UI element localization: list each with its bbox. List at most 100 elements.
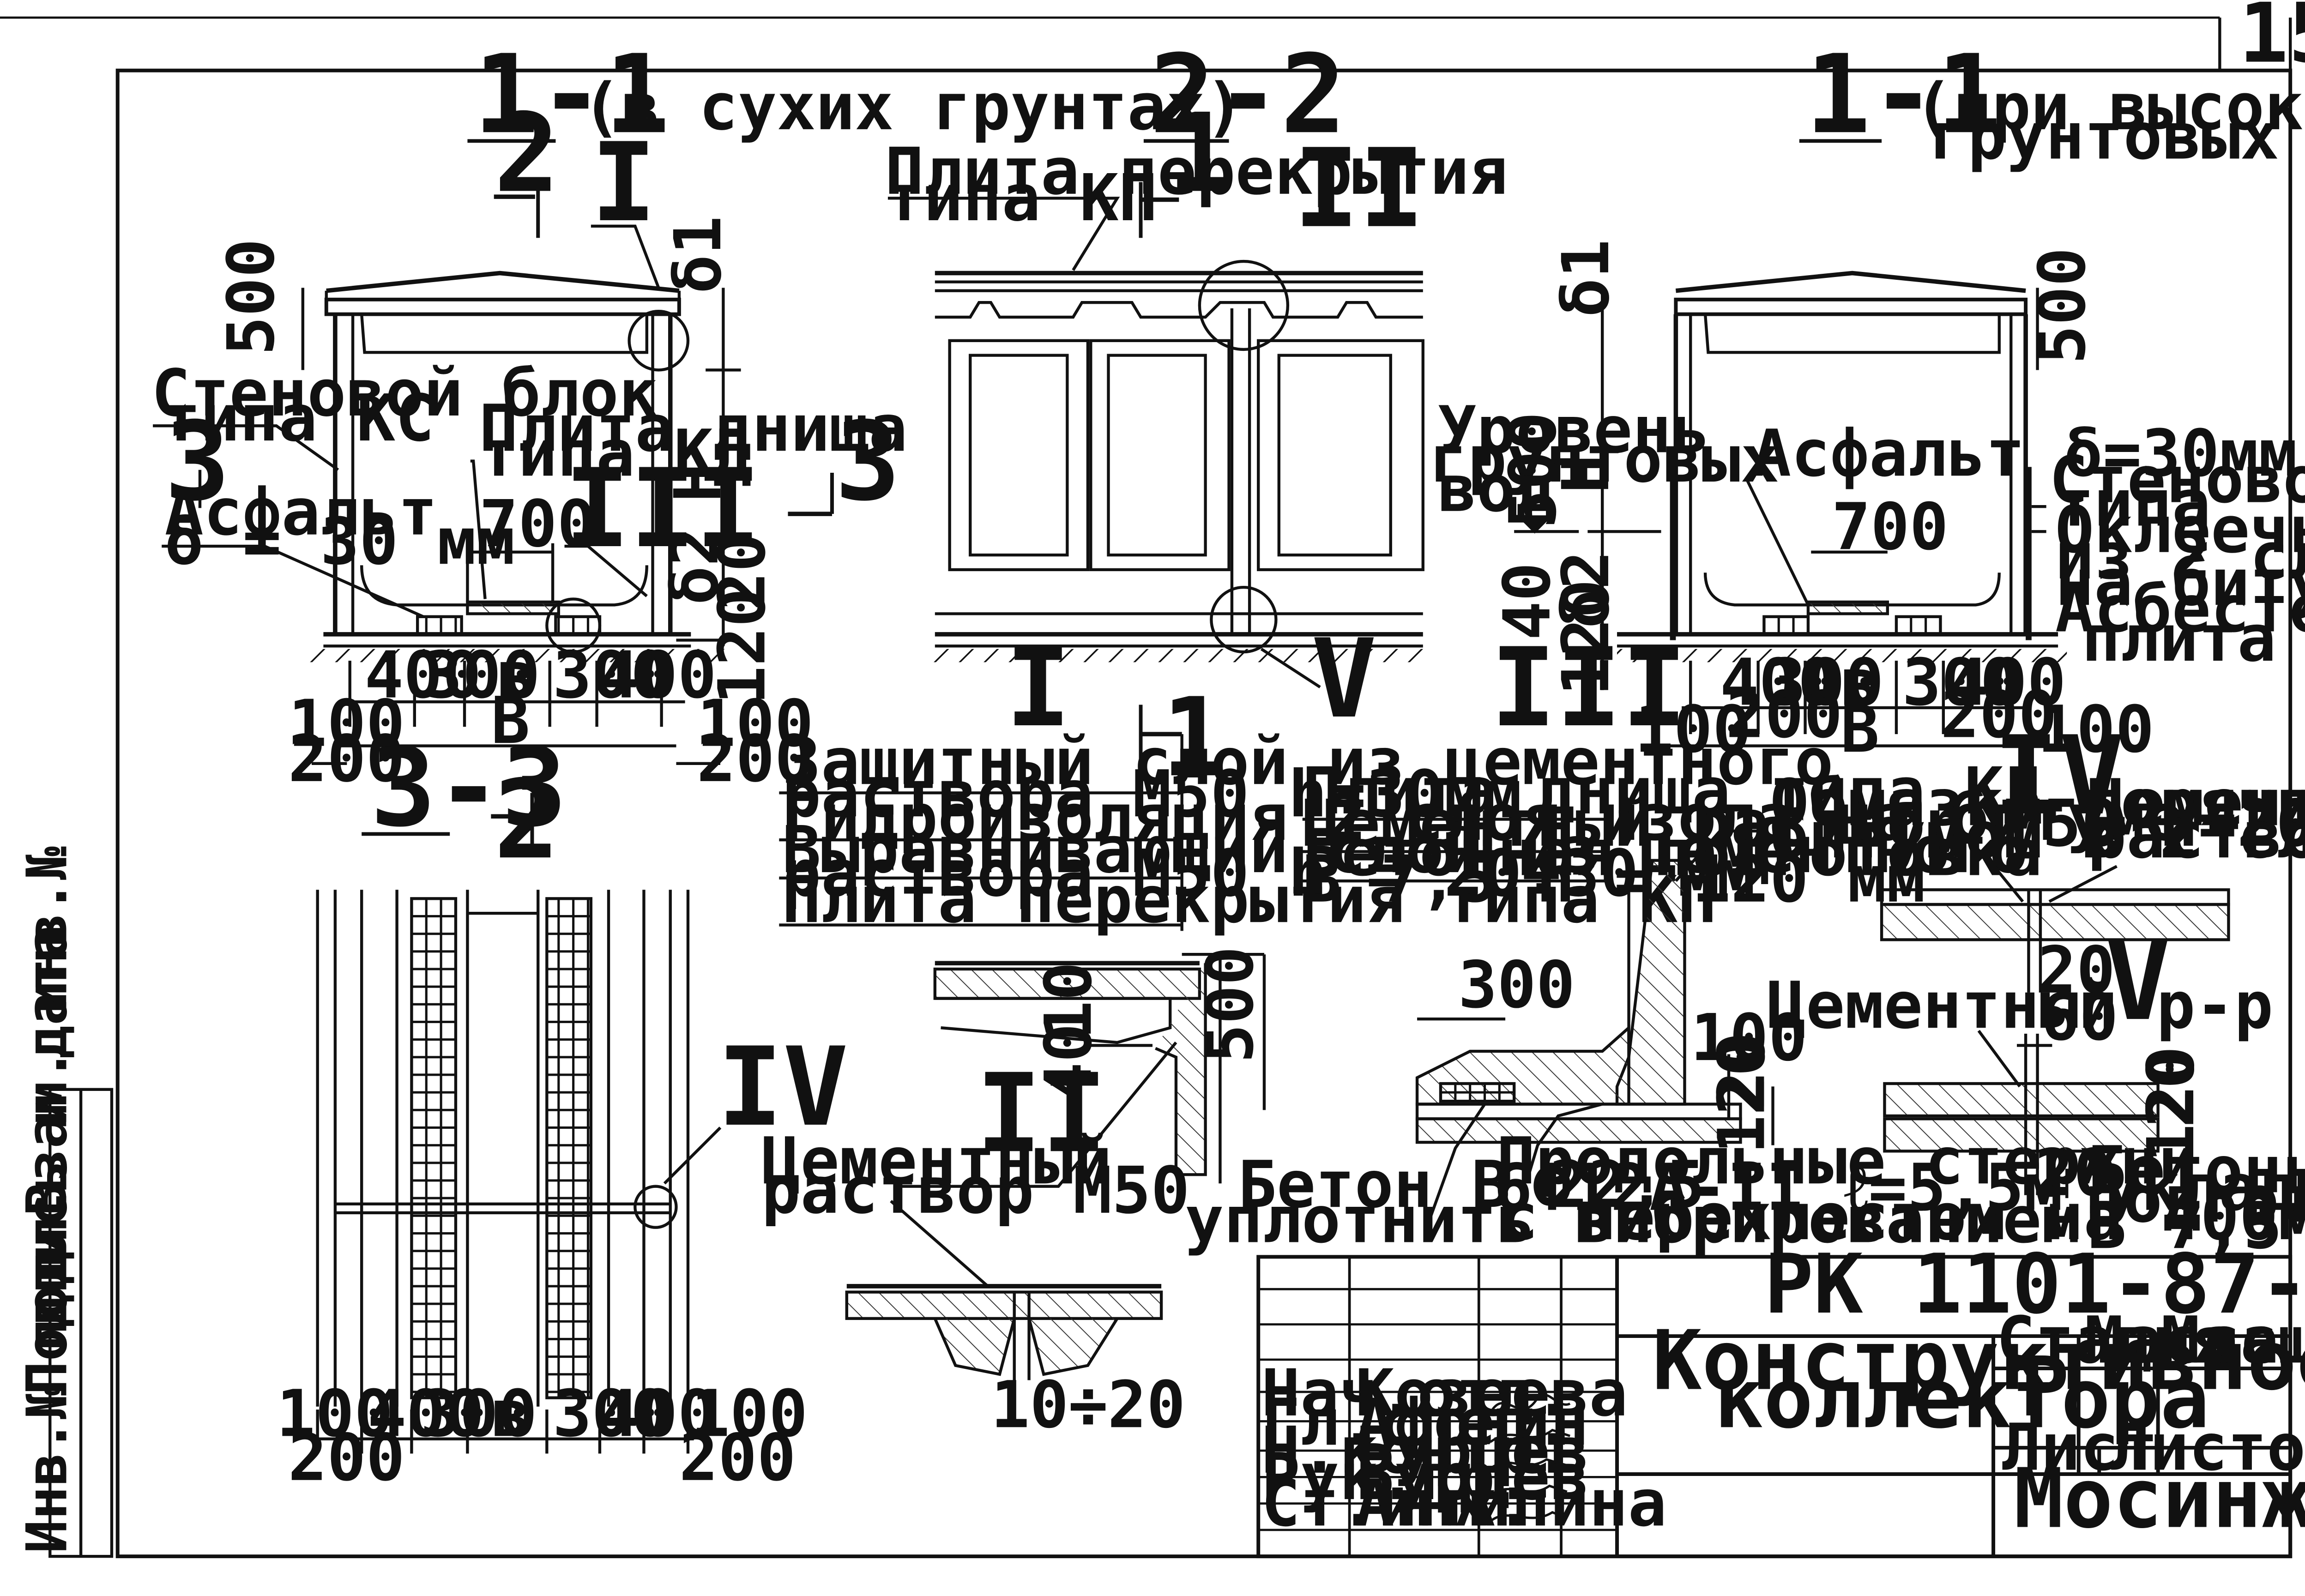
label-groundwater-1: Уровень <box>1438 393 1710 468</box>
section-heading-1-1-dry: 1-1 (в сухих грунтах) <box>467 31 1244 158</box>
detail-marker-II-title: II <box>976 1050 1107 1177</box>
detail-II-drawing <box>845 1200 1163 1380</box>
header-mass: Масса <box>2084 1303 2279 1378</box>
dim-100-right-b: 100 <box>2038 692 2154 767</box>
detail-I-layer-0: Защитный слой из цементного <box>782 724 1834 800</box>
detail-IV-dim-20: 20 <box>2038 933 2116 1008</box>
detail-marker-II-top: II <box>1294 125 1425 252</box>
section-3-3-drawing <box>308 793 722 1454</box>
detail-III-dim-100: 100 <box>1690 1000 1807 1076</box>
label-insulation-3: на битуме <box>2055 545 2305 620</box>
cut-marker-3-mid: 3 <box>835 398 900 525</box>
staff-name: Бурцев <box>1355 1413 1589 1488</box>
detail-III-layer-2: Бетонная подготовка <box>1303 816 2042 891</box>
detail-III-rods-3: с перехлестом на 400мм <box>1499 1180 2305 1255</box>
dim-row-left-0: 400 <box>365 638 482 713</box>
detail-marker-III-left: III <box>565 445 761 572</box>
header-scale: Масштаб <box>2161 1303 2305 1378</box>
dim-row-right-4: 400 <box>1949 645 2066 721</box>
detail-marker-IV-plan: IV <box>718 1024 849 1150</box>
cut-marker-1-mid: 1 <box>1167 90 1233 217</box>
cut-marker-2-plan: 2 <box>494 756 560 883</box>
detail-III-dim-20: 20 <box>1704 1032 1780 1110</box>
dim-row-right-3: 300 <box>1902 645 2019 721</box>
dim-200-left-a: 200 <box>288 722 405 797</box>
stamp-inv-number: Инв.№ подл. <box>14 1184 79 1553</box>
dim-700-left: 700 <box>479 487 596 562</box>
detail-I-layer-5: Плита перекрытия типа КП <box>782 862 1717 938</box>
label-cover-slab-kp-1: Плита перекрытия <box>885 134 1508 210</box>
svg-text:2-2: 2-2 <box>1150 31 1346 158</box>
detail-III-bitumen-1: Обмазка горячим <box>1770 765 2305 841</box>
svg-text:(при высоком уровне: (при высоком уровне <box>1914 70 2305 145</box>
detail-IV-mortar-1: Цементный <box>2088 765 2305 841</box>
label-wall-block-kc-1: Стеновой блок <box>151 356 658 431</box>
detail-IV-mortar-2: раствор М50 <box>2088 798 2305 873</box>
organization: Мосинжпроект <box>2014 1451 2305 1547</box>
detail-II-mortar-2: раствор М50 <box>761 1153 1190 1229</box>
detail-III-layer-3: В 7,5 h = 120 мм <box>1303 842 1925 917</box>
detail-marker-IV-title: IV <box>1993 712 2124 839</box>
side-stamp <box>48 1088 114 1558</box>
detail-V-dim-20: 20 <box>2134 1050 2209 1127</box>
detail-V-dim-120: 120 <box>2134 1046 2209 1163</box>
detail-V-base-3: В 7,5 h=120 мм <box>2088 1188 2305 1264</box>
sheet-label: Лист <box>2002 1410 2158 1486</box>
dim-20-left: 20 <box>705 533 780 611</box>
detail-marker-I-title: I <box>1006 624 1071 751</box>
detail-III-dim-120: 120 <box>1704 1037 1780 1154</box>
label-asphalt-2: δ = 30 мм <box>165 504 515 579</box>
dim-100-plan-a: 100 <box>277 1376 393 1451</box>
staff-name: Бурцев <box>1355 1439 1589 1515</box>
staff-role: Гл.спец. <box>1261 1385 1573 1460</box>
dim-200-plan-b: 200 <box>679 1421 796 1496</box>
dim-500-right-water: 500 <box>1496 412 1571 529</box>
sheets-label: Листов 1 <box>2111 1410 2305 1486</box>
dim-row-left-4: 400 <box>600 638 717 713</box>
stamp-signature-date: Подпись и дата <box>14 925 79 1395</box>
dim-delta1-right: δ1 <box>1549 239 1624 317</box>
title-block-grid <box>1256 1255 2293 1559</box>
detail-marker-V-top: V <box>1311 615 1377 742</box>
dim-120-right: 120 <box>1549 579 1624 696</box>
label-bottom-slab-kd-1: Плита днища <box>479 391 908 466</box>
dim-row-left-3: 300 <box>553 638 670 713</box>
drawing-title-line2: коллектора <box>1714 1351 2209 1447</box>
label-cover-slab-kp-2: типа КП <box>885 161 1158 236</box>
detail-III-drawing <box>1302 787 1774 1223</box>
cut-marker-1-detail: 1 <box>1161 674 1227 801</box>
dim-delta1-left: δ1 <box>661 216 736 294</box>
dim-row-plan-4: 400 <box>600 1376 717 1451</box>
dim-100-right-a: 100 <box>1635 692 1751 767</box>
signatures <box>1490 1393 1571 1522</box>
detail-III-concrete-1: Бетон В 22,5 <box>1238 1147 1705 1223</box>
label-wall-block-kc-2: типа КС <box>162 381 434 456</box>
header-stage: Стадия <box>1996 1303 2230 1378</box>
dim-120-left: 120 <box>705 588 780 705</box>
detail-I-dim-40: 40 <box>1031 1024 1106 1101</box>
dim-row-plan-1: 300 <box>421 1376 537 1451</box>
label-asphalt-right: Асфальт δ=30мм <box>1752 416 2298 491</box>
sheet-frame <box>0 16 2293 1559</box>
detail-V-dim-60: 60 <box>2040 980 2118 1055</box>
detail-III-concrete-2: уплотнить вибрированием <box>1185 1183 2081 1258</box>
label-insulation-1: Оклеечная гидроизол. <box>2055 493 2305 568</box>
svg-text:1-1: 1-1 <box>1805 31 2002 158</box>
dim-row-plan-3: 300 <box>553 1376 670 1451</box>
dim-row-left-1: 300 <box>423 638 540 713</box>
staff-role: Ст.инж. <box>1261 1466 1534 1541</box>
label-asphalt-1: Асфальт <box>165 475 437 550</box>
dim-200-right-a: 200 <box>1726 678 1843 753</box>
label-bottom-slab-kd-2: типа КД <box>479 416 752 491</box>
stamp-replacement-inv: Взам. инв.№ <box>14 846 79 1216</box>
detail-III-bitumen-2: битумом в 2 слоя <box>1770 798 2305 873</box>
detail-V-mortar: Цементный р-р М50 <box>1767 968 2305 1043</box>
dim-700-right: 700 <box>1832 490 1949 565</box>
label-wall-block-right-1: Стеновой блок <box>2049 443 2305 518</box>
dim-500-left: 500 <box>214 239 289 355</box>
dim-row-right-0: 400 <box>1720 645 1837 721</box>
dim-row-plan-0: 400 <box>368 1376 484 1451</box>
label-insulation-5: плита δ=8мм <box>2082 601 2305 676</box>
dim-row-right-2: в <box>1840 645 1879 721</box>
dim-H-left: H <box>661 463 736 502</box>
